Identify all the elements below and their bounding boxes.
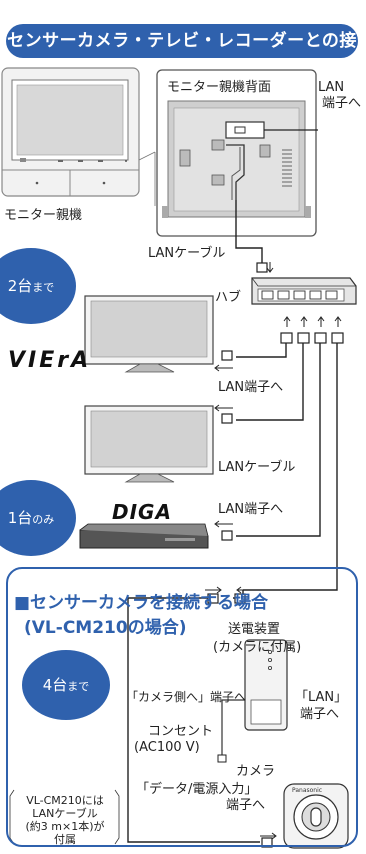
tv-1-lan-plug <box>221 350 233 361</box>
camera-section-subheading: (VL-CM210の場合) <box>24 618 187 638</box>
lan-cable-label-top: LANケーブル <box>148 246 226 261</box>
camera-brand-label: Panasonic <box>292 787 323 794</box>
arrow-down-icon <box>266 262 274 273</box>
tv-count-badge: 2台まで <box>0 248 76 324</box>
outlet-voltage-label: (AC100 V) <box>134 740 200 755</box>
power-unit-illustration <box>217 639 288 763</box>
diga-logo: DIGA <box>112 500 172 524</box>
power-unit-lan-plug <box>234 593 246 604</box>
camera-count-suffix: まで <box>67 680 90 693</box>
cable-note-line-2: LANケーブル <box>32 807 98 820</box>
tv-2-lan-plug <box>221 413 233 424</box>
tv-lan-port-label: LAN端子へ <box>218 380 284 395</box>
camera-label: カメラ <box>236 764 276 779</box>
camera-side-port-label: 「カメラ側へ」端子へ <box>126 690 247 704</box>
power-unit-lan-port-label: 「LAN」 <box>295 690 348 705</box>
data-port-label-2: 端子へ <box>226 798 266 813</box>
hub-label: ハブ <box>215 290 242 305</box>
viera-logo: VIErA <box>8 348 92 373</box>
recorder-count-suffix: のみ <box>32 513 55 526</box>
camera-count-badge: 4台まで <box>22 650 110 720</box>
recorder-illustration <box>79 523 209 549</box>
monitor-to-hub-cable <box>235 200 263 264</box>
lan-plug-icon <box>256 262 268 273</box>
lan-port-label-1: LAN <box>318 80 345 95</box>
camera-side-plug <box>207 593 219 604</box>
arrow-right-icon <box>205 586 222 594</box>
hub-side-plugs <box>280 332 344 344</box>
arrow-left-icon <box>236 586 253 594</box>
hub-port-arrows <box>283 316 342 327</box>
tv-count-suffix: まで <box>32 281 55 294</box>
note-bracket-right <box>114 789 120 845</box>
camera-section-heading: ■センサーカメラを接続する場合 <box>14 593 269 613</box>
included-cable-note: VL-CM210には LANケーブル (約3 m×1本)が 付属 <box>16 794 114 846</box>
monitor-back-panel <box>156 69 317 237</box>
recorder-lan-plug <box>221 530 233 541</box>
power-unit-sub-label: (カメラに付属) <box>213 640 302 655</box>
tv-count-main: 2台 <box>7 277 33 295</box>
recorder-count-badge: 1台のみ <box>0 480 76 556</box>
lan-port-label-2: 端子へ <box>322 96 362 111</box>
arrow-left-icon <box>214 404 233 412</box>
camera-count-main: 4台 <box>42 676 68 694</box>
data-port-label: 「データ/電源入力」 <box>136 782 258 797</box>
monitor-label: モニター親機 <box>4 208 83 223</box>
power-unit-lan-port-label-2: 端子へ <box>300 707 340 722</box>
recorder-count-main: 1台 <box>7 509 33 527</box>
monitor-back-label: モニター親機背面 <box>167 80 272 95</box>
camera-section-panel <box>6 567 358 847</box>
arrow-left-icon <box>214 520 233 528</box>
tv-illustration-2 <box>84 405 214 483</box>
outlet-label: コンセント <box>148 724 214 739</box>
camera-illustration <box>283 783 349 849</box>
tv-illustration-1 <box>84 295 214 373</box>
power-unit-label: 送電装置 <box>228 622 281 637</box>
cable-note-line-1: VL-CM210には <box>26 794 104 807</box>
hub-cables <box>236 343 338 591</box>
arrow-left-icon <box>214 364 233 372</box>
cable-note-line-3: (約3 m×1本)が <box>25 820 105 833</box>
arrow-right-icon <box>260 832 277 840</box>
monitor-front-illustration <box>1 67 140 197</box>
recorder-lan-port-label: LAN端子へ <box>218 502 284 517</box>
cable-note-line-4: 付属 <box>54 833 76 846</box>
lan-cable-label-mid: LANケーブル <box>218 460 296 475</box>
camera-data-plug <box>261 837 273 848</box>
hub-illustration <box>251 277 357 305</box>
